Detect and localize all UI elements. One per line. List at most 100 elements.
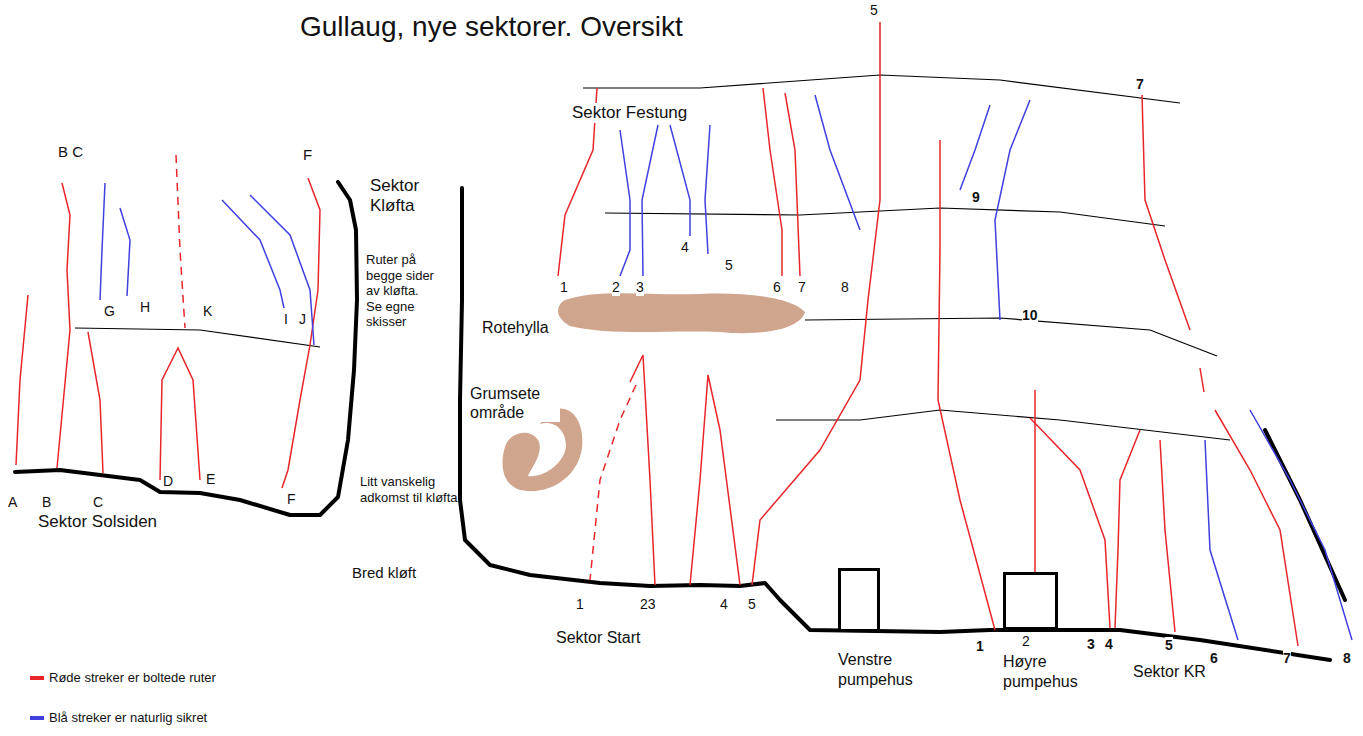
map-label: I: [284, 311, 288, 328]
legend-text: Røde streker er boltede ruter: [49, 670, 216, 685]
map-label: 1: [576, 596, 584, 613]
map-label: B C: [58, 143, 83, 161]
map-label: Sektor KR: [1133, 662, 1206, 681]
trad-route: [670, 125, 690, 236]
map-label: 1: [560, 279, 568, 296]
bolted-route: [16, 295, 28, 465]
map-title: Gullaug, nye sektorer. Oversikt: [300, 10, 683, 44]
map-label: Grumsete område: [470, 384, 560, 422]
bolted-route: [1200, 368, 1204, 392]
map-label: D: [163, 473, 173, 490]
map-label: Sektor Start: [556, 628, 640, 647]
trad-route: [705, 125, 710, 254]
ledge-line: [805, 318, 1217, 356]
house-outline: [838, 568, 880, 632]
ledge-area: [558, 293, 805, 333]
map-label: 3: [1087, 636, 1095, 653]
map-label: Bred kløft: [352, 564, 416, 582]
trad-route: [995, 100, 1030, 320]
trad-route: [100, 183, 105, 300]
map-label: 7: [1283, 650, 1291, 667]
bolted-route: [630, 355, 655, 585]
trad-route: [222, 200, 284, 308]
trad-route: [620, 130, 630, 276]
house-outline: [1003, 572, 1058, 630]
map-label: 6: [1210, 650, 1218, 667]
bolted-route: [938, 140, 995, 630]
trad-route: [1205, 440, 1238, 640]
map-label: 10: [1022, 307, 1038, 324]
ledge-line: [583, 75, 1180, 103]
map-label: F: [287, 491, 296, 508]
map-label: 5: [748, 596, 756, 613]
map-label: 4: [1105, 636, 1113, 653]
bolted-route: [785, 93, 800, 276]
map-label: 23: [640, 596, 656, 613]
map-label: 7: [798, 279, 806, 296]
legend-swatch: [30, 676, 44, 680]
map-label: 5: [870, 2, 878, 19]
bolted-route: [1215, 410, 1298, 646]
map-label: 8: [1343, 650, 1351, 667]
map-label: 4: [720, 596, 728, 613]
trad-route: [815, 95, 860, 230]
bolted-route: [282, 178, 320, 488]
map-label: 5: [1165, 637, 1173, 654]
map-label: C: [93, 494, 103, 511]
map-label: 3: [636, 279, 644, 296]
map-label: Ruter på begge sider av kløfta. Se egne …: [366, 252, 438, 330]
map-label: 9: [972, 189, 980, 206]
house-label: Venstre pumpehus: [838, 650, 928, 690]
ledge-line: [605, 208, 1165, 226]
map-label: 8: [841, 279, 849, 296]
map-label: Litt vanskelig adkomst til kløfta: [360, 474, 458, 505]
map-label: 4: [681, 239, 689, 256]
legend-entry: Røde streker er boltede ruter: [30, 670, 216, 685]
map-label: A: [8, 494, 17, 511]
pump-house: Venstre pumpehus: [838, 568, 932, 690]
map-label: F: [303, 146, 312, 164]
bolted-route: [57, 183, 70, 468]
wall-base: [460, 188, 1330, 660]
bolted-route: [690, 375, 740, 585]
map-label: Rotehylla: [482, 318, 549, 337]
map-label: B: [42, 494, 51, 511]
map-label: 1: [976, 638, 984, 655]
bolted-route: [763, 88, 782, 276]
map-label: 7: [1136, 76, 1144, 93]
bolted-route: [1034, 390, 1036, 573]
ledge-line: [75, 328, 320, 347]
map-label: 2: [1022, 633, 1030, 650]
trad-route: [642, 125, 658, 276]
bolted-route: [1142, 95, 1190, 330]
bolted-route: [176, 155, 185, 328]
ledge-line: [776, 410, 1230, 440]
pump-house: Høyre pumpehus: [1003, 572, 1097, 692]
legend-entry: Blå streker er naturlig sikret: [30, 710, 207, 725]
map-label: J: [299, 311, 306, 328]
bolted-route: [752, 22, 880, 585]
map-label: 5: [725, 257, 733, 274]
trad-route: [120, 208, 130, 296]
map-label: Sektor Festung: [572, 103, 687, 123]
legend-swatch: [30, 716, 44, 720]
map-label: E: [206, 471, 215, 488]
map-label: Sektor Kløfta: [370, 176, 458, 217]
wall-base: [15, 182, 357, 515]
trad-route: [1250, 410, 1352, 640]
bolted-route: [88, 332, 103, 473]
legend-text: Blå streker er naturlig sikret: [49, 710, 207, 725]
map-label: 2: [612, 279, 620, 296]
trad-route: [250, 195, 314, 345]
map-label: G: [104, 303, 115, 320]
map-label: K: [203, 303, 212, 320]
bolted-route: [1115, 430, 1140, 628]
bolted-route: [160, 348, 200, 480]
bolted-route: [1160, 440, 1175, 632]
trad-route: [960, 105, 990, 190]
house-label: Høyre pumpehus: [1003, 652, 1093, 692]
bolted-route: [590, 385, 636, 580]
map-label: 6: [773, 279, 781, 296]
map-label: Sektor Solsiden: [38, 512, 157, 532]
